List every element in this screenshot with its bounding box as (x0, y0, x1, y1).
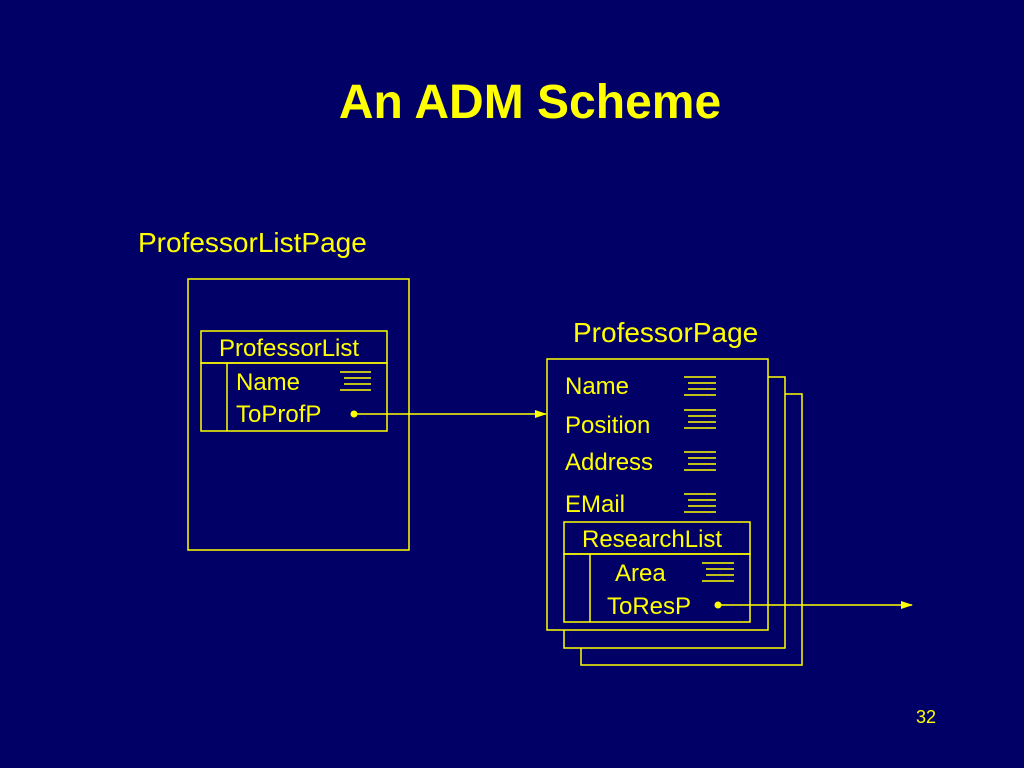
professor-page-attr-address: Address (565, 449, 653, 476)
research-list-attr-area: Area (615, 560, 666, 587)
professor-list-page: ProfessorListPage ProfessorList Name ToP… (138, 227, 410, 551)
slide-title: An ADM Scheme (339, 76, 721, 129)
multivalue-lines-icon (684, 376, 716, 396)
research-list-body-box (563, 553, 751, 623)
multivalue-lines-icon (702, 562, 734, 582)
professor-list-label: ProfessorList (219, 335, 359, 362)
page-number: 32 (916, 707, 936, 727)
multivalue-lines-icon (684, 409, 716, 429)
professor-list: ProfessorList Name ToProfP (200, 330, 388, 432)
research-list: ResearchList Area ToResP (563, 521, 751, 623)
professor-page-attr-name: Name (565, 373, 629, 400)
research-list-attr-toresp: ToResP (607, 593, 691, 620)
professor-page-attr-position: Position (565, 412, 650, 439)
professor-list-attr-name: Name (236, 369, 300, 396)
professor-page-label: ProfessorPage (573, 317, 758, 348)
multivalue-lines-icon (684, 493, 716, 513)
multivalue-lines-icon (684, 451, 716, 471)
professor-page-attr-email: EMail (565, 491, 625, 518)
professor-list-body-box (200, 362, 388, 432)
professor-list-attr-toprofp: ToProfP (236, 401, 321, 428)
professor-list-page-label: ProfessorListPage (138, 227, 367, 258)
professor-page-box (546, 358, 769, 631)
professor-page: ProfessorPage Name Position Address EMai (546, 317, 803, 666)
multivalue-lines-icon (340, 371, 371, 391)
research-list-label: ResearchList (582, 526, 722, 553)
